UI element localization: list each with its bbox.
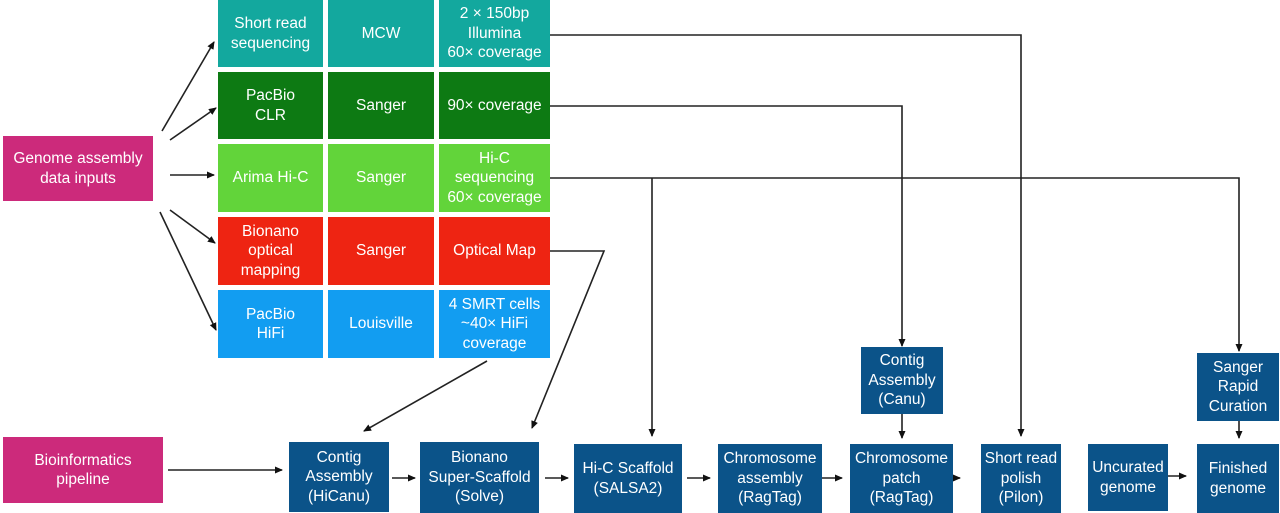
pipeline-step-contig-assembly: Contig Assembly (HiCanu) [289, 442, 389, 512]
input-short-read-site: MCW [328, 0, 434, 67]
pipeline-step-finished-genome: Finished genome [1197, 444, 1279, 513]
input-bionano-detail: Optical Map [439, 217, 550, 285]
arrow-hifi-to-hicanu [363, 360, 488, 432]
input-hifi-technology: PacBio HiFi [218, 290, 323, 358]
input-hic-site: Sanger [328, 144, 434, 212]
category-pipeline: Bioinformatics pipeline [3, 437, 163, 503]
pipeline-step-hic-scaffold: Hi-C Scaffold (SALSA2) [574, 444, 682, 513]
pipeline-step-bionano-scaffold: Bionano Super-Scaffold (Solve) [420, 442, 539, 513]
side-input-canu: Contig Assembly (Canu) [861, 347, 943, 414]
arrow-clr-to-canu [550, 105, 906, 347]
arrow-to-hifi [159, 211, 217, 331]
input-pacbio-clr-detail: 90× coverage [439, 72, 550, 139]
pipeline-step-uncurated-genome: Uncurated genome [1088, 444, 1168, 511]
category-data-inputs: Genome assembly data inputs [3, 136, 153, 201]
arrow-illumina-to-pilon [550, 34, 1025, 437]
side-input-curation: Sanger Rapid Curation [1197, 353, 1279, 421]
pipeline-step-chromosome-patch: Chromosome patch (RagTag) [850, 444, 953, 513]
input-pacbio-clr-technology: PacBio CLR [218, 72, 323, 139]
input-short-read-detail: 2 × 150bp Illumina 60× coverage [439, 0, 550, 67]
input-hifi-detail: 4 SMRT cells ~40× HiFi coverage [439, 290, 550, 358]
input-pacbio-clr-site: Sanger [328, 72, 434, 139]
arrow-to-short-read [161, 41, 215, 132]
arrow-to-pacbio-clr [169, 107, 217, 141]
pipeline-step-short-read-polish: Short read polish (Pilon) [981, 444, 1061, 513]
input-bionano-site: Sanger [328, 217, 434, 285]
input-short-read-technology: Short read sequencing [218, 0, 323, 67]
arrow-optical-to-solve [531, 250, 606, 429]
input-bionano-technology: Bionano optical mapping [218, 217, 323, 285]
arrow-to-bionano [169, 209, 216, 244]
pipeline-step-chromosome-assembly: Chromosome assembly (RagTag) [718, 444, 822, 513]
input-hifi-site: Louisville [328, 290, 434, 358]
input-hic-technology: Arima Hi-C [218, 144, 323, 212]
line-hic-main [550, 177, 1243, 352]
input-hic-detail: Hi-C sequencing 60× coverage [439, 144, 550, 212]
